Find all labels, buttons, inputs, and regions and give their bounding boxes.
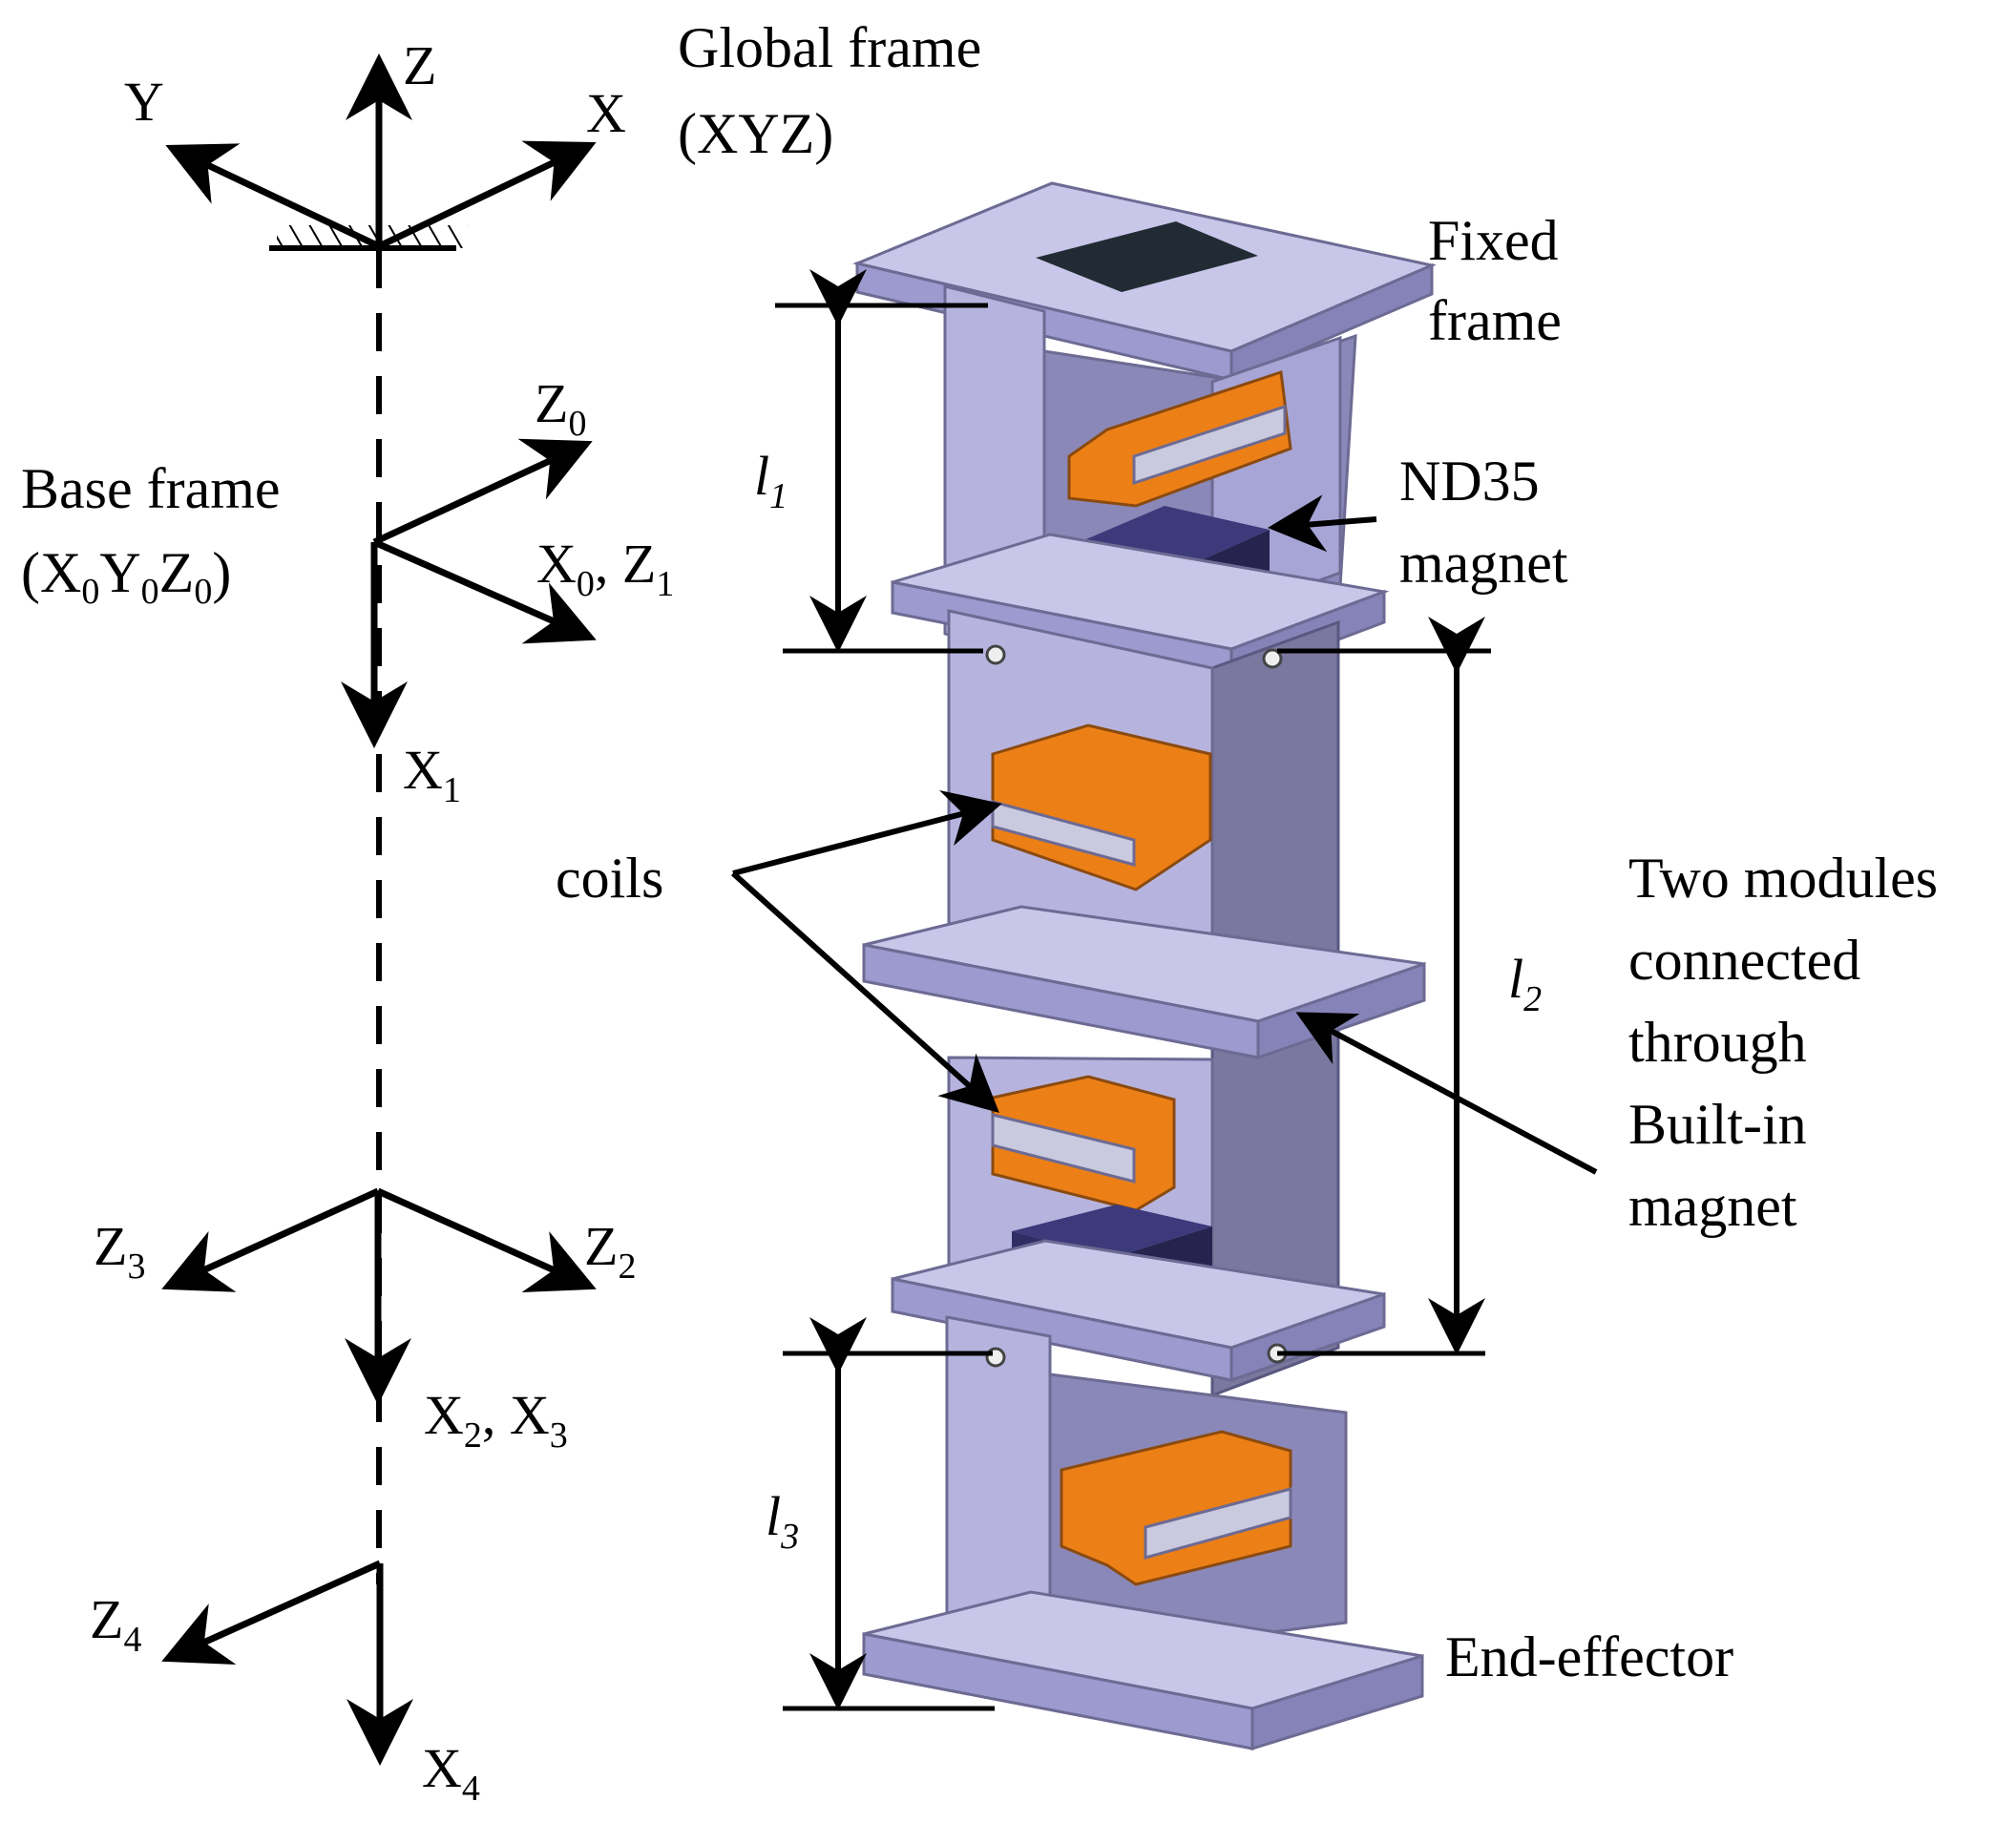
coils-callout-arrow-2 [730, 870, 999, 1114]
axis-y-arrow [165, 143, 381, 250]
bottom-coil-bar [1144, 1487, 1292, 1560]
two-modules-label-5: magnet [1628, 1175, 1797, 1238]
mechanism-model [852, 181, 1437, 1751]
top-coil-body [1067, 370, 1292, 508]
axis-x4-label: X4 [422, 1737, 480, 1809]
coils-callout-arrow-1 [732, 790, 1002, 876]
lower-coil-bar [991, 1113, 1136, 1184]
top-coil-bar [1132, 404, 1287, 486]
axis-x1-label: X1 [403, 739, 461, 810]
callouts: Fixed frame ND35 magnet coils Two module… [556, 209, 1938, 1688]
axis-x-label: X [586, 82, 626, 144]
fixed-frame-label-1: Fixed [1428, 209, 1559, 272]
magnet-label-1: ND35 [1399, 450, 1540, 513]
axis-z4-label: Z4 [90, 1588, 141, 1660]
end-effector-plate-side [1250, 1653, 1424, 1751]
axis-x0-arrow [372, 538, 597, 644]
axis-x2-x3-label: X2, X3 [424, 1384, 568, 1456]
base-frame-sub: (X0Y0Z0) [21, 541, 231, 612]
screw-top-right [1262, 648, 1283, 669]
fixed-plate-side [1229, 262, 1434, 383]
l3-label: l3 [766, 1485, 799, 1557]
axis-z3-arrow [161, 1187, 380, 1292]
axis-z3-label: Z3 [94, 1215, 145, 1287]
fixed-plate-hole [1036, 221, 1258, 292]
screw-top-left [985, 644, 1006, 665]
axis-z4-arrow [161, 1560, 382, 1665]
axis-y-label: Y [124, 71, 164, 133]
base-frame-title: Base frame [21, 457, 281, 520]
coils-label: coils [556, 847, 663, 910]
kinematic-frames: Z Y X Global frame (XYZ) Base frame (X0Y… [21, 16, 981, 1809]
two-modules-label-4: Built-in [1628, 1093, 1807, 1156]
fixed-frame-label-2: frame [1428, 289, 1562, 352]
magnet-label-2: magnet [1399, 532, 1568, 595]
global-frame-title: Global frame [678, 16, 981, 79]
two-modules-label-1: Two modules [1628, 847, 1938, 910]
two-modules-label-2: connected [1628, 929, 1860, 992]
axis-z2-label: Z2 [584, 1215, 636, 1287]
axis-z0-arrow [372, 438, 593, 546]
axis-z-label: Z [403, 34, 436, 96]
dimension-lines: l1 l2 l3 [754, 269, 1542, 1711]
two-modules-callout-arrow [1295, 1012, 1598, 1175]
magnet-callout-arrow [1268, 494, 1377, 553]
two-modules-label-3: through [1628, 1011, 1807, 1074]
bottom-coil-body [1060, 1430, 1292, 1586]
l2-label: l2 [1508, 948, 1542, 1019]
axis-x0-z1-label: X0, Z1 [536, 533, 674, 604]
axis-z2-arrow [376, 1187, 597, 1292]
axis-x-arrow [377, 140, 597, 250]
l1-label: l1 [754, 445, 788, 516]
axis-z0-label: Z0 [535, 372, 586, 444]
global-frame-sub: (XYZ) [678, 102, 833, 165]
end-effector-label: End-effector [1445, 1625, 1733, 1688]
